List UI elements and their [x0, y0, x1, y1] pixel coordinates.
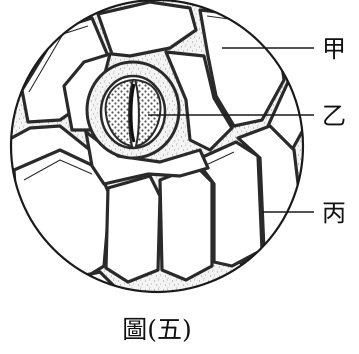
label-bing: 丙: [322, 199, 346, 227]
stoma: [87, 62, 179, 158]
figure-caption: 圖(五): [122, 315, 192, 344]
label-jia: 甲: [322, 35, 346, 63]
label-yi: 乙: [322, 102, 346, 130]
